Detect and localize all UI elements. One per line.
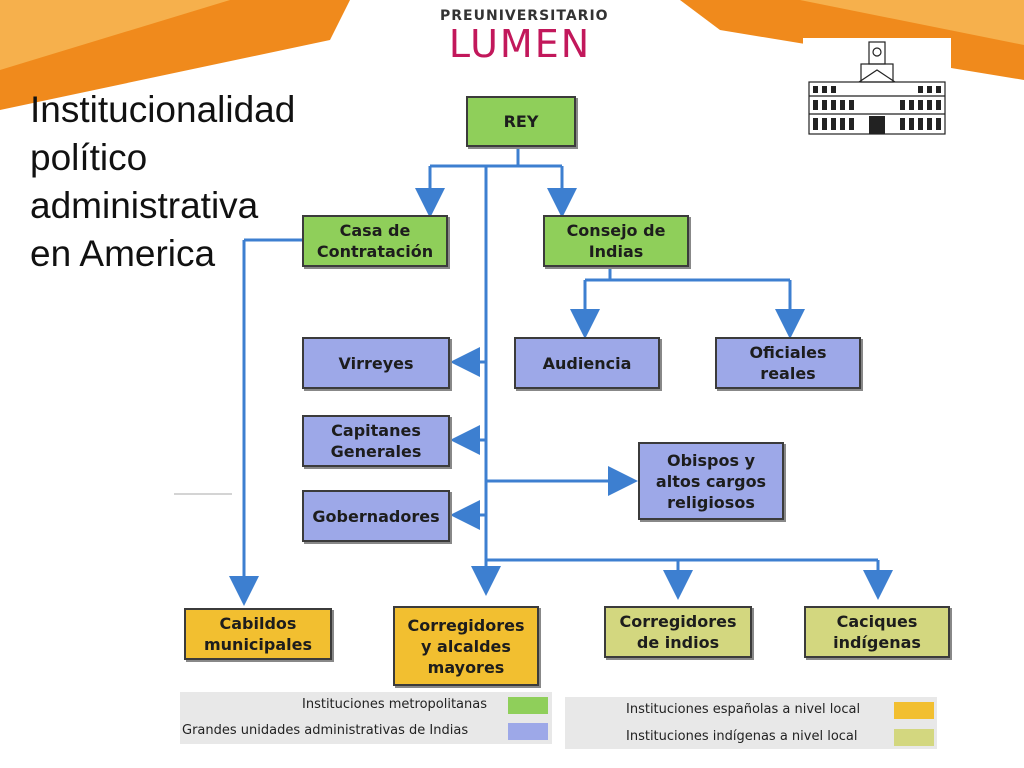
node-caciques-indigenas: Caciques indígenas	[804, 606, 950, 658]
legend-grandes-unidades-swatch	[508, 723, 548, 740]
node-cabildos-municipales: Cabildos municipales	[184, 608, 332, 660]
node-obispos: Obispos y altos cargos religiosos	[638, 442, 784, 520]
legend-metropolitanas-swatch	[508, 697, 548, 714]
node-rey: REY	[466, 96, 576, 147]
node-capitanes-generales: Capitanes Generales	[302, 415, 450, 467]
logo-line2: LUMEN	[448, 22, 592, 66]
legend-espanolas-local-label: Instituciones españolas a nivel local	[626, 702, 861, 717]
left-corner-shade	[0, 0, 230, 70]
node-gobernadores: Gobernadores	[302, 490, 450, 542]
node-audiencia: Audiencia	[514, 337, 660, 389]
right-corner-shade	[800, 0, 1024, 45]
legend-grandes-unidades-label: Grandes unidades administrativas de Indi…	[182, 723, 469, 738]
logo-line1: PREUNIVERSITARIO	[440, 8, 609, 24]
node-casa-de-contratacion: Casa de Contratación	[302, 215, 448, 267]
node-virreyes: Virreyes	[302, 337, 450, 389]
legend-right-background	[565, 697, 937, 749]
node-corregidores-de-indios: Corregidores de indios	[604, 606, 752, 658]
title-line4: en Americа	[30, 233, 216, 274]
legend-indigenas-local-label: Instituciones indígenas a nivel local	[626, 729, 858, 744]
legend-metropolitanas-label: Instituciones metropolitanas	[302, 697, 487, 712]
legend-indigenas-local-swatch	[894, 729, 934, 746]
lumen-logo: PREUNIVERSITARIO LUMEN	[440, 8, 609, 66]
title-line3: administrativa	[30, 185, 259, 226]
page-title: Institucionalidad político administrativ…	[30, 86, 340, 278]
title-line2: político	[30, 137, 148, 178]
title-line1: Institucionalidad	[30, 89, 296, 130]
node-consejo-de-indias: Consejo de Indias	[543, 215, 689, 267]
legend-espanolas-local-swatch	[894, 702, 934, 719]
node-oficiales-reales: Oficiales reales	[715, 337, 861, 389]
legend-left-background	[180, 692, 552, 744]
government-building-icon	[803, 38, 951, 138]
node-corregidores-y-alcaldes: Corregidores y alcaldes mayores	[393, 606, 539, 686]
